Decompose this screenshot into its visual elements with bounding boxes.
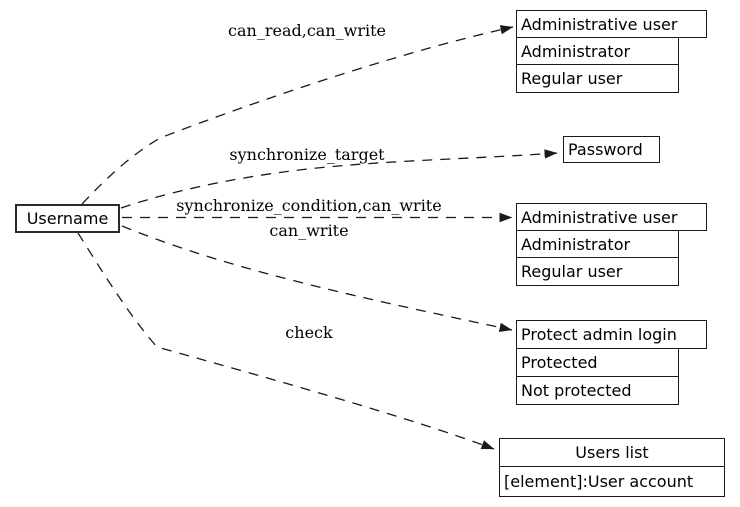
- username-node: Username: [15, 204, 120, 233]
- edge-label-synchronize-target: synchronize_target: [229, 145, 385, 164]
- table-body-administrative-user-top: Administrator Regular user: [516, 38, 679, 93]
- edge-label-can-write: can_write: [269, 221, 349, 240]
- edge-check: [121, 225, 513, 332]
- table-cell-regular-user-middle: Regular user: [521, 261, 623, 281]
- edge-can-read-can-write: [81, 25, 514, 205]
- table-body-users-list: [element]:User account: [499, 467, 725, 497]
- table-cell-protected: Protected: [517, 349, 678, 377]
- edge-label-check: check: [285, 323, 333, 342]
- table-header-users-list: Users list: [499, 438, 725, 467]
- table-cell-regular-user-top: Regular user: [521, 68, 623, 88]
- table-cell-administrator-middle: Administrator: [517, 231, 678, 258]
- table-header-administrative-user-top: Administrative user: [516, 10, 707, 38]
- table-cell-administrator-top: Administrator: [517, 38, 678, 65]
- edge-synchronize-target: [120, 149, 558, 209]
- edge-users-list: [77, 232, 495, 450]
- password-node: Password: [563, 136, 660, 163]
- table-cell-element-user-account: [element]:User account: [504, 471, 694, 491]
- edge-label-synchronize-condition-can-write: synchronize_condition,can_write: [176, 196, 442, 215]
- table-cell-not-protected: Not protected: [521, 380, 632, 400]
- table-header-protect-admin-login: Protect admin login: [516, 320, 707, 349]
- table-header-administrative-user-middle: Administrative user: [516, 203, 707, 231]
- table-body-administrative-user-middle: Administrator Regular user: [516, 231, 679, 286]
- table-body-protect-admin-login: Protected Not protected: [516, 349, 679, 405]
- edge-label-can-read-can-write: can_read,can_write: [228, 21, 386, 40]
